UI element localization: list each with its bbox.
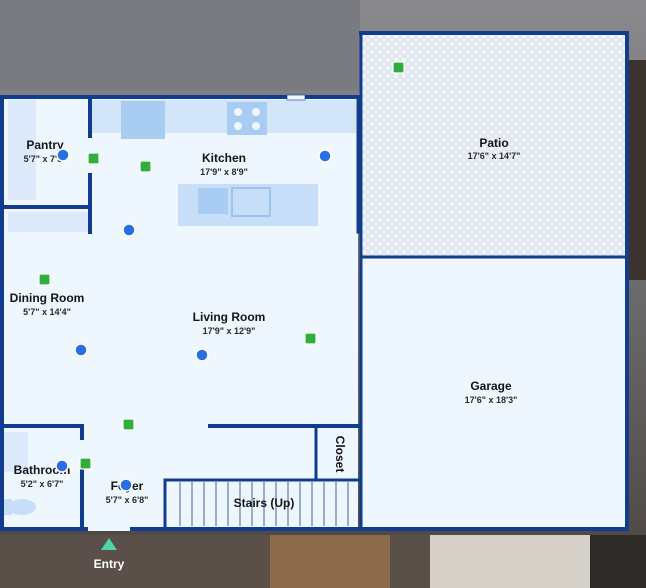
- garage-name: Garage: [470, 379, 512, 393]
- photo-marker[interactable]: [79, 457, 92, 470]
- refrigerator-icon: [121, 101, 165, 139]
- pantry-dims: 5'7" x 7'9": [24, 154, 67, 164]
- room-closet[interactable]: Closet: [333, 436, 347, 473]
- stairs-name: Stairs (Up): [234, 496, 295, 510]
- room-kitchen[interactable]: Kitchen 17'9" x 8'9": [200, 151, 248, 177]
- panorama-marker[interactable]: [74, 343, 88, 357]
- room-dining[interactable]: Dining Room 5'7" x 14'4": [10, 291, 85, 317]
- room-living[interactable]: Living Room 17'9" x 12'9": [193, 310, 266, 336]
- panorama-marker[interactable]: [56, 148, 70, 162]
- entry-marker[interactable]: Entry: [94, 538, 125, 571]
- blue-markers: [55, 148, 332, 492]
- room-garage[interactable]: Garage 17'6" x 18'3": [465, 379, 518, 405]
- toilet-icon: [8, 499, 36, 515]
- photo-marker[interactable]: [122, 418, 135, 431]
- photo-marker[interactable]: [87, 152, 100, 165]
- panorama-marker[interactable]: [119, 478, 133, 492]
- dining-name: Dining Room: [10, 291, 85, 305]
- dishwasher-icon: [198, 188, 228, 214]
- photo-marker[interactable]: [392, 61, 405, 74]
- dining-dims: 5'7" x 14'4": [23, 307, 71, 317]
- living-name: Living Room: [193, 310, 266, 324]
- photo-marker[interactable]: [304, 332, 317, 345]
- stairs: [168, 482, 356, 526]
- patio-area: [361, 33, 627, 256]
- patio-name: Patio: [479, 136, 508, 150]
- pantry-name: Pantry: [26, 138, 64, 152]
- entry-label: Entry: [94, 557, 125, 571]
- kitchen-fixtures: [4, 100, 356, 515]
- foyer-dims: 5'7" x 6'8": [106, 495, 149, 505]
- shower-icon: [4, 432, 28, 472]
- bathroom-dims: 5'2" x 6'7": [21, 479, 64, 489]
- photo-marker[interactable]: [38, 273, 51, 286]
- stove-icon: [227, 102, 267, 135]
- garage-dims: 17'6" x 18'3": [465, 395, 518, 405]
- closet-name: Closet: [333, 436, 347, 473]
- kitchen-name: Kitchen: [202, 151, 246, 165]
- panorama-marker[interactable]: [122, 223, 136, 237]
- room-patio[interactable]: Patio 17'6" x 14'7": [468, 136, 521, 161]
- entry-arrow-icon: [101, 538, 117, 550]
- panorama-marker[interactable]: [195, 348, 209, 362]
- photo-marker[interactable]: [139, 160, 152, 173]
- patio-dims: 17'6" x 14'7": [468, 151, 521, 161]
- panorama-marker[interactable]: [318, 149, 332, 163]
- room-pantry[interactable]: Pantry 5'7" x 7'9": [24, 138, 67, 164]
- entry-door-opening: [88, 527, 130, 531]
- room-stairs[interactable]: Stairs (Up): [234, 496, 295, 510]
- green-markers: [38, 61, 405, 470]
- walls: [0, 31, 629, 531]
- panorama-marker[interactable]: [55, 459, 69, 473]
- house-floor: [2, 97, 625, 529]
- kitchen-dims: 17'9" x 8'9": [200, 167, 248, 177]
- sink-icon: [231, 187, 271, 217]
- window-icon: [286, 94, 306, 101]
- living-dims: 17'9" x 12'9": [203, 326, 256, 336]
